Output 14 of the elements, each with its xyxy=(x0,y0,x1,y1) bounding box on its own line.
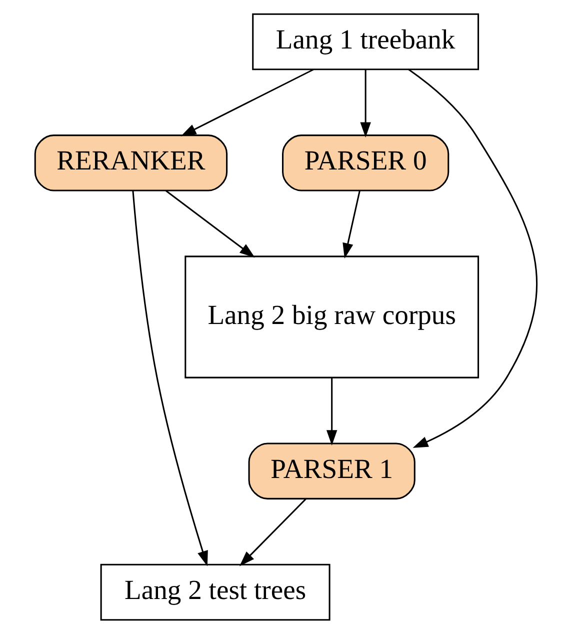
node-box: Lang 2 big raw corpus xyxy=(184,256,479,378)
arrow xyxy=(408,68,537,448)
node-box: PARSER 0 xyxy=(282,134,449,192)
arrow xyxy=(132,190,208,566)
arrow xyxy=(360,70,370,138)
arrow xyxy=(165,190,254,258)
arrow xyxy=(326,378,337,446)
arrow xyxy=(342,190,360,259)
arrow xyxy=(180,68,314,136)
arrow xyxy=(238,498,306,566)
node-box: RERANKER xyxy=(34,134,228,192)
node-box: Lang 1 treebank xyxy=(252,13,479,70)
node-box: PARSER 1 xyxy=(248,442,415,500)
node-box: Lang 2 test trees xyxy=(100,564,330,621)
